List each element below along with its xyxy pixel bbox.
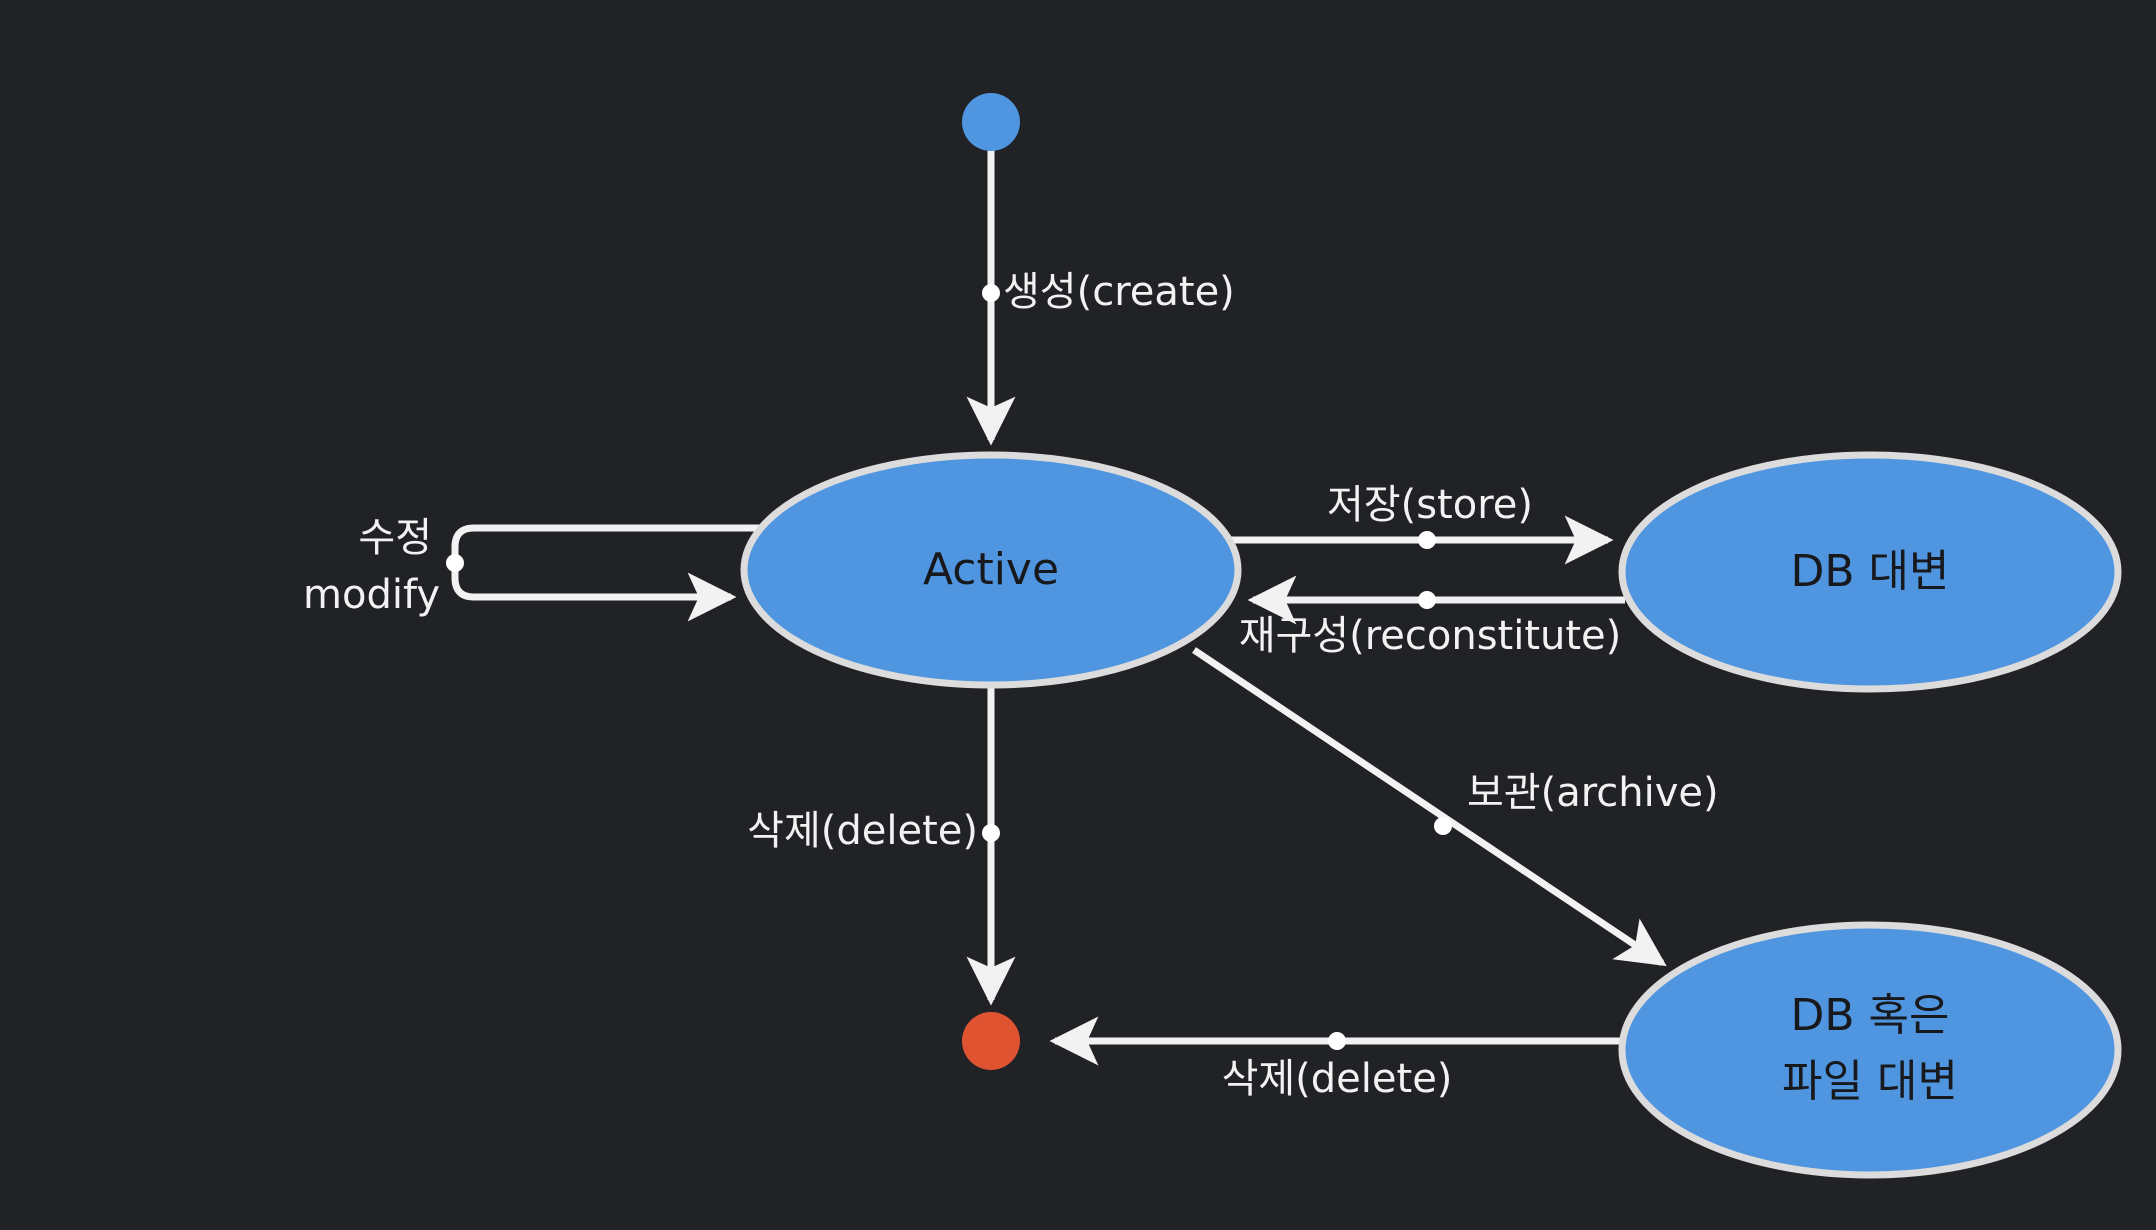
edge-archive-path [1192, 647, 1667, 967]
state-node-dbfile[interactable]: DB 혹은 파일 대변 [1618, 921, 2122, 1179]
start-node[interactable] [962, 93, 1020, 151]
edge-delete-active[interactable]: 삭제(delete) [747, 680, 1016, 1006]
edge-delete-dbfile-label: 삭제(delete) [1222, 1056, 1453, 1102]
state-node-db-label: DB 대변 [1790, 546, 1949, 597]
edge-reconstitute-label: 재구성(reconstitute) [1239, 613, 1622, 659]
edge-reconstitute-dot [1418, 591, 1436, 609]
state-node-active-label: Active [923, 544, 1059, 595]
edge-modify[interactable]: 수정 modify [303, 515, 770, 622]
edge-reconstitute[interactable]: 재구성(reconstitute) [1239, 575, 1625, 659]
edge-create-dot [982, 284, 1000, 302]
edge-archive-label: 보관(archive) [1467, 770, 1719, 816]
edge-modify-dot [446, 554, 464, 572]
edge-delete-active-dot [982, 824, 1000, 842]
state-node-dbfile-label-line1: DB 혹은 [1790, 990, 1949, 1041]
edge-store[interactable]: 저장(store) [1220, 482, 1614, 565]
edge-delete-dbfile-dot [1328, 1032, 1346, 1050]
edge-archive[interactable]: 보관(archive) [1192, 647, 1719, 967]
state-node-db[interactable]: DB 대변 [1618, 451, 2122, 693]
edge-delete-active-label: 삭제(delete) [747, 808, 978, 854]
edge-modify-label-line1: 수정 [358, 515, 432, 561]
edge-delete-dbfile[interactable]: 삭제(delete) [1049, 1016, 1620, 1102]
state-node-dbfile-shape [1618, 921, 2122, 1179]
state-node-active[interactable]: Active [740, 451, 1242, 689]
edge-create-label: 생성(create) [1003, 269, 1235, 315]
edge-modify-label-line2: modify [303, 572, 440, 618]
edge-archive-dot [1434, 817, 1452, 835]
state-node-db-shape [1618, 451, 2122, 693]
edge-modify-path [451, 524, 770, 622]
end-node[interactable] [962, 1012, 1020, 1070]
edge-store-label: 저장(store) [1327, 482, 1533, 528]
state-node-dbfile-label-line2: 파일 대변 [1782, 1056, 1958, 1107]
edge-store-dot [1418, 531, 1436, 549]
state-node-active-shape [740, 451, 1242, 689]
edge-create[interactable]: 생성(create) [966, 150, 1235, 446]
